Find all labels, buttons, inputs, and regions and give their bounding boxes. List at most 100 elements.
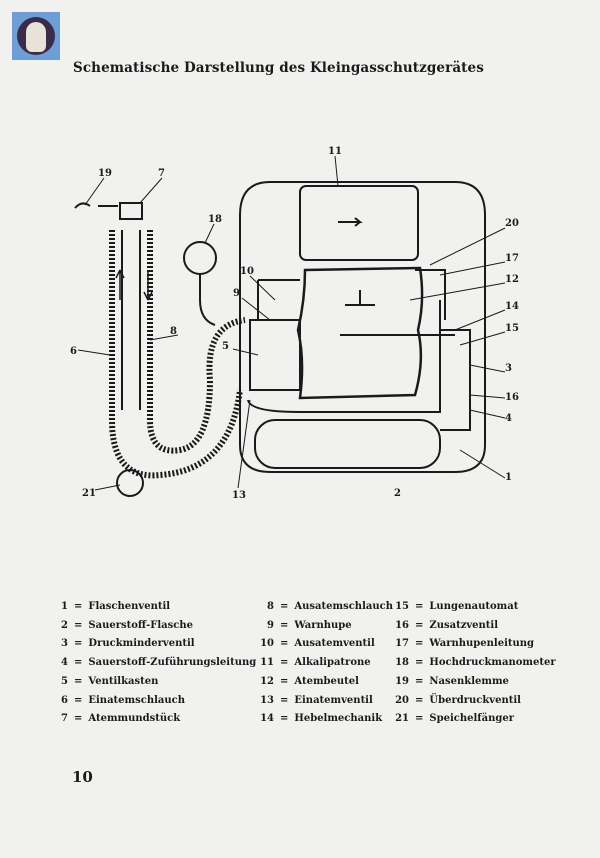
label-4: 4 <box>505 413 512 424</box>
legend-equals: = <box>74 694 83 706</box>
manometer <box>183 241 217 275</box>
legend-equals: = <box>280 638 289 650</box>
label-21: 21 <box>82 488 96 499</box>
legend-equals: = <box>280 657 289 669</box>
legend-item: 1=Flaschenventil <box>58 598 256 617</box>
legend-item: 18 = Hochdruckmanometer <box>393 654 556 673</box>
legend-text: Atemmundstück <box>88 713 181 725</box>
label-13: 13 <box>232 490 246 501</box>
label-19: 19 <box>98 168 112 179</box>
legend-column-2: 8 = Ausatemschlauch 9 = Warnhupe 10 = Ausatemven… <box>258 598 393 729</box>
label-9: 9 <box>233 288 240 299</box>
legend-equals: = <box>415 694 424 706</box>
legend-text: Lungenautomat <box>429 601 519 612</box>
legend-text: Hebelmechanik <box>294 713 383 725</box>
label-16: 16 <box>505 392 519 403</box>
legend-number: 3 <box>61 638 68 650</box>
inhale-hose <box>109 230 243 479</box>
legend-number: 4 <box>61 657 68 669</box>
legend-equals: = <box>415 619 424 631</box>
page-title: Schematische Darstellung des Kleingassch… <box>73 60 484 76</box>
legend-equals: = <box>280 619 289 631</box>
mouthpiece <box>119 202 143 220</box>
hose-inner <box>121 230 141 410</box>
label-2: 2 <box>394 488 401 499</box>
legend-equals: = <box>74 601 83 612</box>
legend-text: Ausatemventil <box>294 638 375 650</box>
legend-item: 4=Sauerstoff-Zuführungsleitung <box>58 654 256 673</box>
legend-item: 21=Speichelfänger <box>393 710 556 729</box>
legend-number: 11 <box>260 657 274 669</box>
legend-text: Ventilkasten <box>88 675 159 687</box>
label-14: 14 <box>505 301 519 312</box>
label-10: 10 <box>240 266 254 277</box>
label-6: 6 <box>70 346 77 357</box>
logo <box>12 12 60 60</box>
label-17: 17 <box>505 253 519 264</box>
legend-equals: = <box>74 619 83 631</box>
legend-number: 19 <box>395 675 409 687</box>
legend-number: 13 <box>260 694 274 706</box>
legend-equals: = <box>74 713 83 725</box>
legend-item: 12=Atembeutel <box>258 673 393 692</box>
legend-item: 7 = Atemmundstück <box>58 710 256 729</box>
legend-number: 2 <box>61 619 68 631</box>
legend-text: Warnhupe <box>294 619 352 631</box>
legend-equals: = <box>415 638 424 650</box>
legend-number: 15 <box>395 601 409 612</box>
saliva-catcher <box>116 469 144 497</box>
label-7: 7 <box>158 168 165 179</box>
legend-number: 8 <box>267 601 274 612</box>
legend-number: 17 <box>395 638 409 650</box>
breathing-bag <box>296 266 424 400</box>
legend-text: Alkalipatrone <box>294 657 371 669</box>
legend-number: 6 <box>61 694 68 706</box>
legend-text: Sauerstoff-Zuführungsleitung <box>88 657 257 669</box>
legend-equals: = <box>74 675 83 687</box>
legend-item: 8 = Ausatemschlauch <box>258 598 393 617</box>
legend-equals: = <box>280 601 289 612</box>
label-12: 12 <box>505 274 519 285</box>
label-5: 5 <box>222 341 229 352</box>
legend-equals: = <box>415 601 424 612</box>
label-1: 1 <box>505 472 512 483</box>
legend-text: Ausatemschlauch <box>294 601 393 612</box>
legend-number: 12 <box>260 675 274 687</box>
legend-text: Einatemventil <box>294 694 373 706</box>
legend-item: 15 = Lungenautomat <box>393 598 556 617</box>
logo-figure <box>26 22 46 52</box>
legend-text: Warnhupenleitung <box>429 638 535 650</box>
label-11: 11 <box>328 146 342 157</box>
label-8: 8 <box>170 326 177 337</box>
legend-text: Einatemschlauch <box>88 694 186 706</box>
legend-text: Speichelfänger <box>429 713 514 725</box>
legend-number: 7 <box>61 713 68 725</box>
legend-equals: = <box>415 657 424 669</box>
legend-column-1: 1=Flaschenventil 2 = Sauerstoff-Flasche 3=Dr… <box>58 598 256 729</box>
legend-item: 17 = Warnhupenleitung <box>393 635 556 654</box>
legend-equals: = <box>415 713 424 725</box>
legend-item: 20=Überdruckventil <box>393 692 556 711</box>
oxygen-bottle <box>254 419 441 469</box>
exhale-hose <box>147 230 246 454</box>
legend-number: 18 <box>395 657 409 669</box>
legend-equals: = <box>280 713 289 725</box>
legend-number: 9 <box>267 619 274 631</box>
legend-item: 11 = Alkalipatrone <box>258 654 393 673</box>
legend-number: 14 <box>260 713 274 725</box>
legend-number: 10 <box>260 638 274 650</box>
legend-text: Atembeutel <box>294 675 359 687</box>
legend-item: 6 = Einatemschlauch <box>58 692 256 711</box>
legend-text: Sauerstoff-Flasche <box>88 619 193 631</box>
page-number: 10 <box>72 768 93 786</box>
legend-equals: = <box>415 675 424 687</box>
legend-item: 10 = Ausatemventil <box>258 635 393 654</box>
legend-item: 3=Druckminderventil <box>58 635 256 654</box>
legend-text: Überdruckventil <box>429 694 521 706</box>
legend-text: Hochdruckmanometer <box>429 657 556 669</box>
legend-item: 14 = Hebelmechanik <box>258 710 393 729</box>
legend-number: 16 <box>395 619 409 631</box>
legend-item: 19=Nasenklemme <box>393 673 556 692</box>
